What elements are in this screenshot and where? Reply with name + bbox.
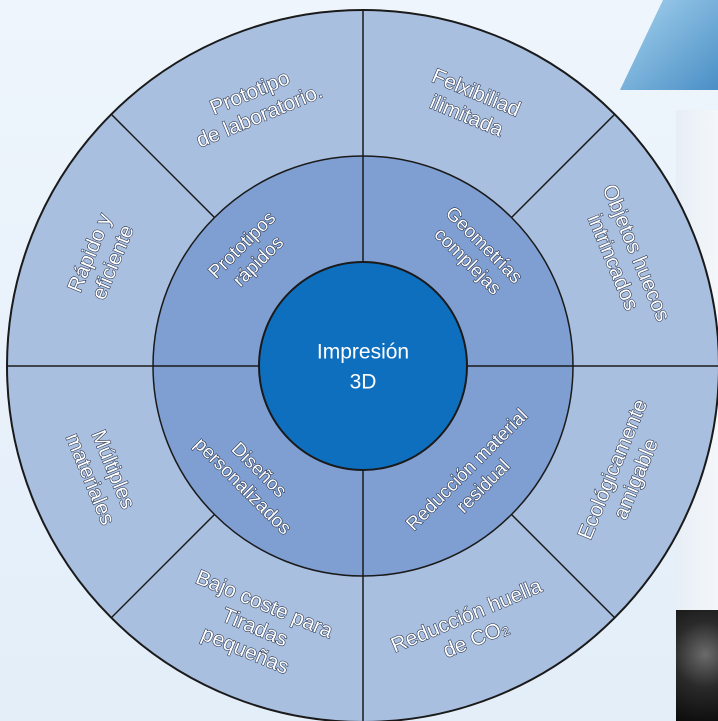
center-label-line: Impresión xyxy=(317,341,409,364)
background-photo-fragment xyxy=(676,610,718,721)
center-label: Impresión 3D xyxy=(317,341,409,394)
outer-divider-line xyxy=(510,513,616,619)
center-label-line: 3D xyxy=(350,371,377,394)
outer-divider-line xyxy=(510,113,616,219)
outer-divider-line xyxy=(110,113,216,219)
center-circle xyxy=(258,261,468,471)
outer-divider-line xyxy=(110,513,216,619)
decorative-corner-shape xyxy=(620,0,718,90)
